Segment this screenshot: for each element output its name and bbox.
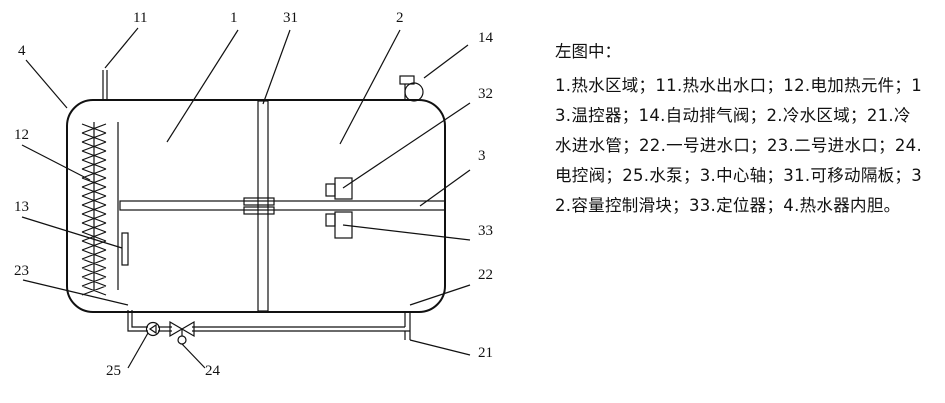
electric-control-valve (169, 320, 195, 345)
partition-collar-top (243, 197, 275, 206)
label-21: 21 (478, 345, 493, 361)
capacity-slider-lug (325, 183, 336, 197)
legend-text: 1.热水区域；11.热水出水口；12.电加热元件；13.温控器；14.自动排气阀… (555, 76, 923, 215)
locator-lug (325, 213, 336, 227)
center-shaft (119, 200, 446, 211)
label-12: 12 (14, 127, 29, 143)
label-24: 24 (205, 363, 221, 379)
label-31: 31 (283, 10, 298, 26)
label-25: 25 (106, 363, 121, 379)
heater-tank-outline (66, 99, 446, 313)
label-22: 22 (478, 267, 493, 283)
electric-heating-element (81, 122, 107, 296)
legend-panel: 左图中： 1.热水区域；11.热水出水口；12.电加热元件；13.温控器；14.… (555, 37, 927, 221)
movable-partition (257, 100, 269, 312)
label-1: 1 (230, 10, 238, 26)
auto-exhaust-valve (399, 75, 424, 102)
label-14: 14 (478, 30, 494, 46)
label-23: 23 (14, 263, 29, 279)
label-2: 2 (396, 10, 404, 26)
label-33: 33 (478, 223, 493, 239)
leader-lines (21, 27, 471, 369)
water-heater-diagram: 11 1 31 2 14 4 32 12 3 13 33 23 22 21 25… (14, 10, 494, 379)
label-32: 32 (478, 86, 493, 102)
partition-collar-bottom (243, 206, 275, 215)
legend-title: 左图中： (555, 42, 621, 61)
capacity-control-slider (334, 177, 353, 200)
label-13: 13 (14, 199, 29, 215)
label-11: 11 (133, 10, 147, 26)
thermostat (121, 232, 129, 266)
label-4: 4 (18, 43, 26, 59)
water-pipe-network (127, 310, 411, 340)
label-3: 3 (478, 148, 486, 164)
water-pump (145, 321, 161, 337)
